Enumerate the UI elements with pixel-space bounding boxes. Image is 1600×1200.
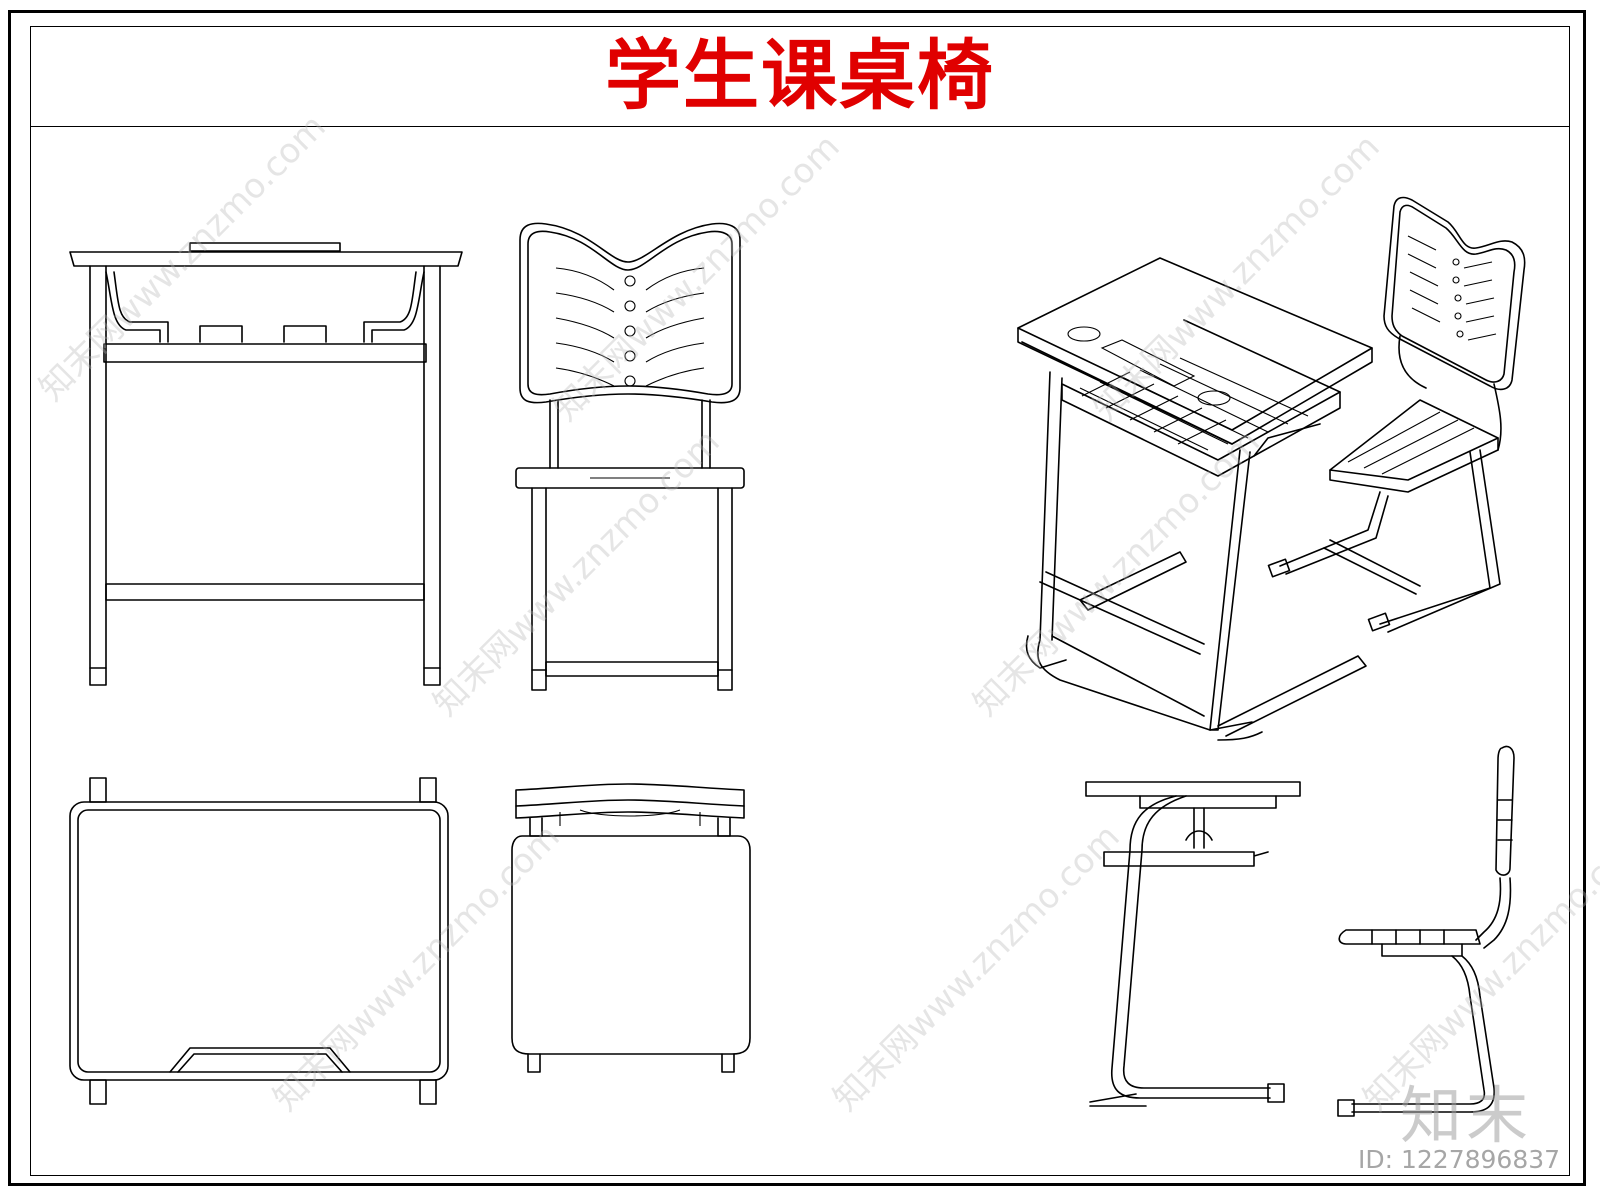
outer-frame	[8, 10, 1586, 1186]
desk-isometric-view	[1017, 257, 1373, 741]
brand-logo: 知末	[1400, 1079, 1533, 1152]
chair-isometric-view	[1267, 196, 1526, 633]
page-title: 学生课桌椅	[605, 31, 995, 120]
image-id-value: 1227896837	[1401, 1145, 1561, 1174]
desk-side-view	[1085, 781, 1301, 1107]
desk-top-view	[69, 777, 449, 1105]
title-divider	[30, 126, 1570, 127]
chair-top-view	[511, 783, 751, 1073]
desk-front-view	[69, 242, 463, 686]
chair-side-view	[1337, 745, 1515, 1117]
chair-front-view	[515, 222, 745, 691]
inner-frame	[30, 26, 1570, 1176]
image-id-label: ID:	[1358, 1145, 1394, 1174]
image-id: ID: 1227896837	[1358, 1145, 1560, 1174]
